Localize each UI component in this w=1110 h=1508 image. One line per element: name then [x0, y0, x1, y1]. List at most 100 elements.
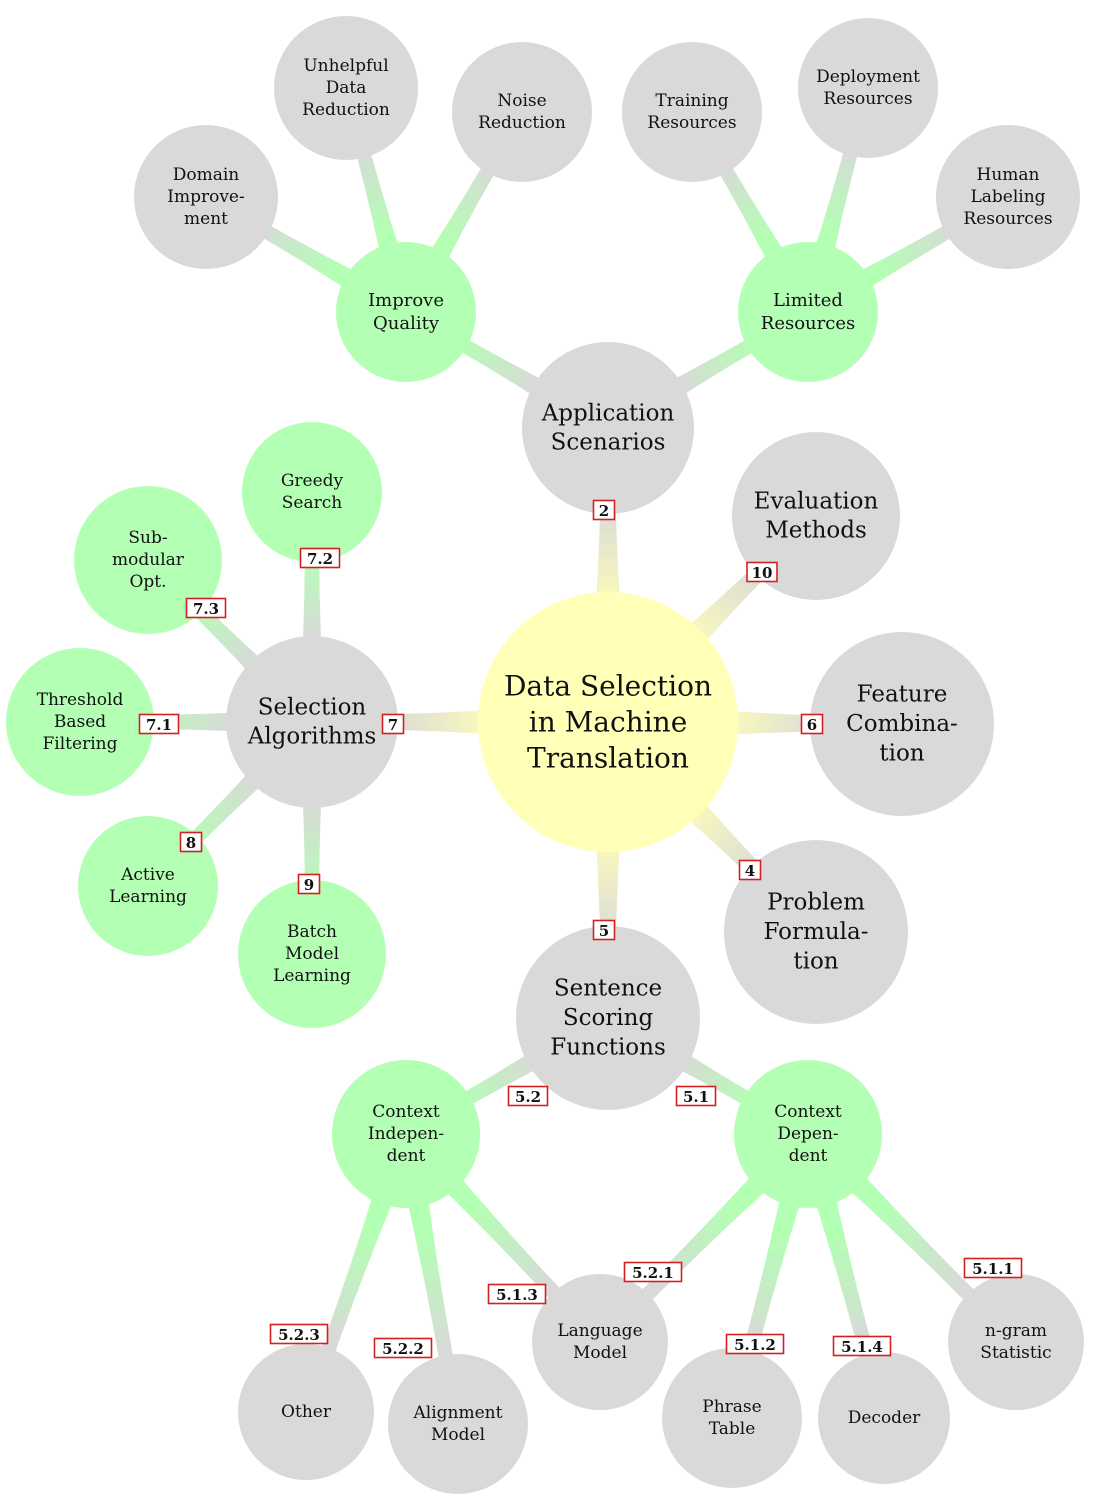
section-tag-language-model-extra-tag: 5.2.1 [623, 1261, 683, 1283]
node-training-resources-circle [622, 42, 762, 182]
node-evaluation-methods-label-line-1: Evaluation [754, 488, 879, 514]
section-tag-number: 6 [807, 716, 817, 734]
node-threshold-based-filtering-label-line-2: Based [54, 712, 106, 732]
node-problem-formulation-circle [724, 840, 908, 1024]
section-tag-threshold-based-filtering: 7.1 [138, 713, 180, 735]
node-noise-reduction-label-line-1: Noise [497, 91, 546, 111]
section-tag-number: 7 [388, 716, 398, 734]
section-tag-feature-combination: 6 [800, 713, 824, 735]
section-tag-problem-formulation: 4 [738, 859, 762, 881]
node-deployment-resources-circle [798, 18, 938, 158]
section-tag-phrase-table: 5.1.2 [725, 1333, 785, 1355]
section-tag-number: 5.1.4 [841, 1338, 883, 1356]
node-greedy-search-circle [242, 422, 382, 562]
section-tag-box [179, 831, 203, 853]
section-tag-box [746, 561, 778, 583]
section-tag-submodular-opt: 7.3 [185, 597, 227, 619]
node-improve-quality-label-line-1: Improve [368, 290, 444, 311]
node-other: Other [238, 1344, 374, 1480]
section-tag-batch-model-learning: 9 [297, 873, 321, 895]
node-decoder-label-line-1: Decoder [848, 1408, 921, 1428]
section-tag-box [738, 859, 762, 881]
section-tag-number: 7.2 [307, 550, 333, 568]
node-sentence-scoring-functions-label-line-1: Sentence [554, 976, 662, 1002]
node-context-independent-label-line-2: Indepen- [368, 1124, 444, 1144]
section-tag-box [675, 1085, 717, 1107]
section-tag-number: 5.2.1 [632, 1264, 674, 1282]
node-context-independent-label-line-3: dent [387, 1146, 426, 1166]
node-problem-formulation-label-line-1: Problem [767, 890, 865, 916]
section-tag-ngram-statistic: 5.1.1 [963, 1257, 1023, 1279]
node-sentence-scoring-functions-label-line-3: Functions [550, 1034, 666, 1060]
node-unhelpful-data-reduction-label-line-1: Unhelpful [303, 56, 388, 76]
node-application-scenarios-label-line-1: Application [541, 400, 675, 426]
section-tag-box [487, 1283, 547, 1305]
node-threshold-based-filtering-circle [6, 648, 154, 796]
node-deployment-resources-label-line-1: Deployment [816, 67, 920, 87]
node-sentence-scoring-functions-label-line-2: Scoring [563, 1005, 654, 1031]
node-ngram-statistic-circle [948, 1274, 1084, 1410]
node-language-model-label-line-2: Model [573, 1343, 627, 1363]
node-phrase-table-label-line-1: Phrase [702, 1397, 761, 1417]
node-greedy-search-label-line-2: Search [282, 493, 342, 513]
node-unhelpful-data-reduction-label-line-2: Data [326, 78, 367, 98]
node-human-labeling-resources-label-line-3: Resources [963, 209, 1052, 229]
node-problem-formulation-label-line-3: tion [793, 948, 838, 974]
node-human-labeling-resources-label-line-2: Labeling [970, 187, 1045, 207]
section-tag-number: 5 [599, 922, 609, 940]
section-tag-decoder: 5.1.4 [832, 1335, 892, 1357]
section-tag-number: 2 [599, 502, 609, 520]
node-language-model-label-line-1: Language [557, 1321, 642, 1341]
node-decoder: Decoder [818, 1352, 950, 1484]
node-batch-model-learning-label-line-1: Batch [287, 922, 337, 942]
section-tag-number: 5.2.3 [278, 1326, 320, 1344]
section-tag-box [832, 1335, 892, 1357]
node-submodular-opt-label-line-2: modular [112, 550, 185, 570]
section-tag-box [592, 499, 616, 521]
section-tag-other: 5.2.3 [269, 1323, 329, 1345]
node-phrase-table-label-line-2: Table [709, 1419, 756, 1439]
node-context-independent-circle [332, 1060, 480, 1208]
section-tag-context-independent: 5.2 [507, 1085, 549, 1107]
section-tag-number: 5.1.2 [734, 1336, 776, 1354]
node-phrase-table-circle [662, 1348, 802, 1488]
node-ngram-statistic-label-line-2: Statistic [980, 1343, 1051, 1363]
section-tag-box [297, 873, 321, 895]
node-limited-resources-label-line-1: Limited [773, 290, 843, 311]
node-noise-reduction-label-line-2: Reduction [478, 113, 566, 133]
node-alignment-model-circle [388, 1354, 528, 1494]
node-problem-formulation-label-line-2: Formula- [763, 919, 868, 945]
node-domain-improvement-label-line-3: ment [184, 209, 228, 229]
node-batch-model-learning-circle [238, 880, 386, 1028]
section-tag-evaluation-methods: 10 [746, 561, 778, 583]
section-tag-number: 5.1 [683, 1088, 709, 1106]
node-threshold-based-filtering-label-line-1: Threshold [37, 690, 124, 710]
node-human-labeling-resources-circle [936, 125, 1080, 269]
section-tag-number: 5.2 [515, 1088, 541, 1106]
section-tag-sentence-scoring-functions: 5 [592, 919, 616, 941]
section-tag-number: 5.2.2 [382, 1340, 424, 1358]
node-selection-algorithms-circle [226, 636, 398, 808]
node-alignment-model-label-line-2: Model [431, 1425, 485, 1445]
section-tag-greedy-search: 7.2 [299, 547, 341, 569]
section-tag-box [381, 713, 405, 735]
section-tag-box [963, 1257, 1023, 1279]
node-noise-reduction-circle [452, 42, 592, 182]
